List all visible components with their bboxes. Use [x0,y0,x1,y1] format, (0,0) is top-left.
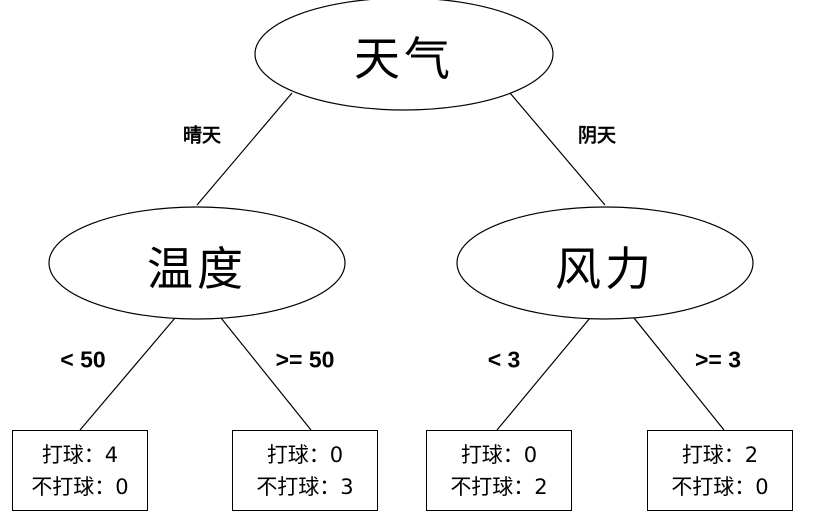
edge-label-temp-ge-50: >= 50 [275,346,335,373]
edge-label-cloudy: 阴天 [577,124,617,147]
temperature-node-label: 温度 [147,242,247,296]
edge-left-leaf1 [79,317,176,431]
leaf-no-play-count: 不打球：0 [671,474,769,499]
wind-node-ellipse [456,206,754,320]
root-node-ellipse [254,0,554,111]
leaf-box: 打球：4 不打球：0 [12,430,148,511]
leaf-box: 打球：0 不打球：2 [426,430,572,511]
edge-right-leaf1 [496,317,591,431]
leaf-box: 打球：2 不打球：0 [647,430,793,511]
edge-root-right [509,92,606,206]
leaf-play-count: 打球：0 [266,442,344,467]
edge-root-left [196,92,293,206]
edge-label-sunny: 晴天 [182,124,222,147]
leaf-no-play-count: 不打球：0 [31,474,129,499]
edge-left-leaf2 [220,317,312,431]
temperature-node-ellipse [48,206,346,320]
wind-node-label: 风力 [555,242,655,296]
root-node-label: 天气 [354,32,454,86]
edge-label-temp-lt-50: < 50 [60,346,106,373]
edge-label-wind-lt-3: < 3 [487,346,521,373]
leaf-play-count: 打球：2 [681,442,759,467]
leaf-no-play-count: 不打球：3 [256,474,354,499]
leaf-play-count: 打球：0 [460,442,538,467]
leaf-play-count: 打球：4 [41,442,119,467]
leaf-no-play-count: 不打球：2 [450,474,548,499]
leaf-box: 打球：0 不打球：3 [232,430,378,511]
edge-right-leaf2 [633,317,725,431]
edge-label-wind-ge-3: >= 3 [694,346,742,373]
